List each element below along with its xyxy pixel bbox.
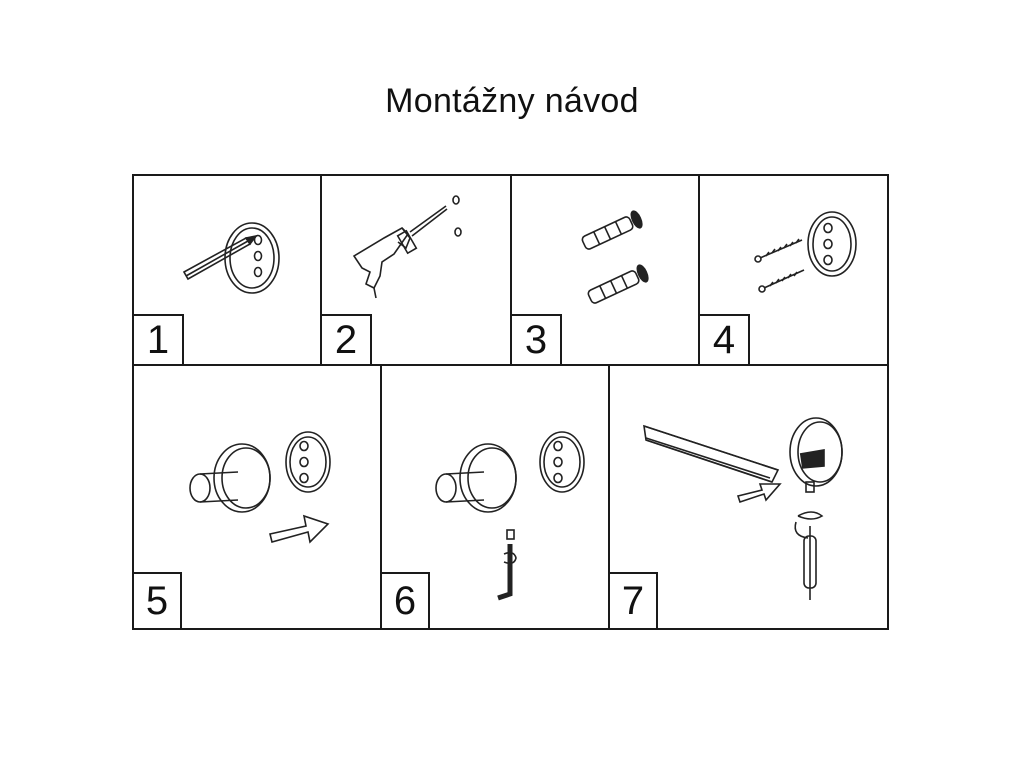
step-panel-7: 7 (608, 364, 889, 630)
drill-icon (352, 195, 462, 299)
hex-key-icon (435, 431, 585, 601)
wall-plugs-icon (581, 210, 649, 304)
pencil-mark-icon (182, 222, 280, 294)
screws-plate-icon (754, 211, 857, 293)
step-number-1: 1 (134, 314, 184, 364)
step-number-5: 5 (134, 572, 182, 628)
step-number-6: 6 (382, 572, 430, 628)
step-panel-1: 1 (132, 174, 322, 366)
page-title: Montážny návod (385, 82, 639, 120)
step-panel-6: 6 (380, 364, 610, 630)
step-panel-2: 2 (320, 174, 512, 366)
step-panel-4: 4 (698, 174, 889, 366)
step-panel-3: 3 (510, 174, 700, 366)
mount-holder-icon (189, 431, 331, 544)
step-number-7: 7 (610, 572, 658, 628)
step-number-3: 3 (512, 314, 562, 364)
step-number-2: 2 (322, 314, 372, 364)
step-number-4: 4 (700, 314, 750, 364)
insert-shelf-icon (643, 417, 843, 600)
step-panel-5: 5 (132, 364, 382, 630)
